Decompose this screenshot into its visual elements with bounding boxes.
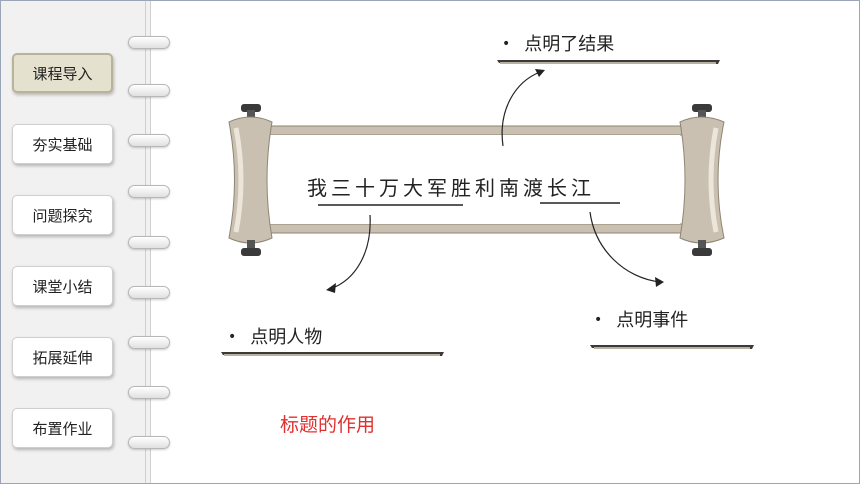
nav-foundation[interactable]: 夯实基础 <box>12 124 113 164</box>
nav-homework[interactable]: 布置作业 <box>12 408 113 448</box>
scroll-top-bar <box>257 125 695 136</box>
scroll-paper <box>270 135 680 224</box>
nav-problem-explore[interactable]: 问题探究 <box>12 195 113 235</box>
arrow-to-event <box>589 211 661 283</box>
binder-ring <box>128 185 170 198</box>
nav-class-summary[interactable]: 课堂小结 <box>12 266 113 306</box>
nav-extension[interactable]: 拓展延伸 <box>12 337 113 377</box>
binder-ring <box>128 36 170 49</box>
scroll-left-roller <box>228 104 273 256</box>
point-result: • 点明了结果 <box>502 30 614 56</box>
nav-course-intro[interactable]: 课程导入 <box>12 53 113 93</box>
scroll-right-roller <box>679 104 725 256</box>
bullet: • <box>228 329 237 345</box>
point-event-label: 点明事件 <box>616 310 689 331</box>
binder-ring <box>128 236 170 249</box>
binder-ring <box>128 386 170 399</box>
scroll-bottom-bar <box>257 223 695 234</box>
bullet: • <box>594 312 603 328</box>
brush-stroke-person <box>221 352 444 356</box>
caption-title-function: 标题的作用 <box>280 414 376 436</box>
brush-stroke-event <box>590 345 754 349</box>
point-person: • 点明人物 <box>228 323 322 349</box>
bullet: • <box>502 36 511 52</box>
point-person-label: 点明人物 <box>250 327 323 348</box>
binder-ring <box>128 286 170 299</box>
point-event: • 点明事件 <box>594 306 688 332</box>
binder-ring <box>128 84 170 97</box>
point-result-label: 点明了结果 <box>524 34 615 55</box>
binder-ring <box>128 436 170 449</box>
scroll-title-text: 我三十万大军胜利南渡长江 <box>307 176 595 200</box>
binder-ring <box>128 134 170 147</box>
arrow-to-person <box>329 214 371 290</box>
arrow-to-result <box>501 71 541 147</box>
brush-stroke-result <box>497 60 720 64</box>
binder-ring <box>128 336 170 349</box>
